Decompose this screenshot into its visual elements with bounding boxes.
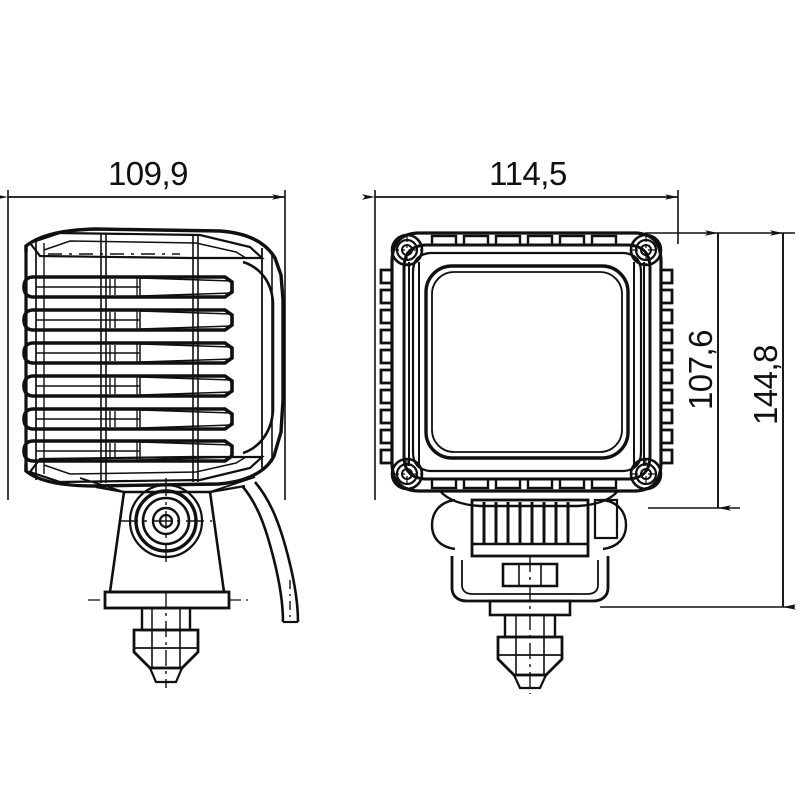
fin-tooth-right-1 [661, 268, 674, 285]
bottom-mount-assembly [430, 490, 628, 694]
fin-tooth-left-8 [379, 408, 392, 425]
fin-tooth-right-3 [661, 308, 674, 325]
fin-taper-4 [139, 376, 233, 396]
power-cable [242, 481, 300, 624]
fin-taper-6 [139, 441, 233, 461]
mount-block-fins [482, 502, 570, 544]
cooling-fin [22, 341, 234, 365]
lens-opening [424, 264, 630, 460]
fin-slot-1 [22, 275, 234, 299]
fin-tooth-right-9 [661, 428, 674, 445]
dimension-lines [0, 190, 796, 610]
fin-tooth-left-7 [379, 388, 392, 405]
dim-label-109-9: 109,9 [108, 155, 188, 192]
front-stud-tip [512, 673, 548, 690]
fin-tooth-right-5 [661, 348, 674, 365]
mount-lug-left [430, 498, 456, 551]
serrated-edge-right [661, 268, 674, 465]
mount-lug-right [602, 498, 628, 551]
fin-tooth-right-7 [661, 388, 674, 405]
serrated-edge-left [379, 268, 392, 465]
dim-label-107-6: 107,6 [682, 330, 719, 410]
fin-tooth-left-6 [379, 368, 392, 385]
inner-hex-nut [501, 562, 559, 588]
connector-block [593, 498, 619, 540]
top-rib-strip [430, 234, 618, 247]
side-view [22, 227, 300, 688]
dim-label-144-8: 144,8 [747, 345, 784, 425]
fin-slot-2 [22, 308, 234, 332]
corner-screw-top-right [629, 233, 663, 267]
fin-tooth-left-5 [379, 348, 392, 365]
fin-slot-6 [22, 439, 234, 463]
corner-screws [390, 233, 663, 491]
body-right-inner-contour [242, 260, 275, 455]
cooling-fin [22, 439, 234, 463]
cooling-fins [22, 275, 234, 463]
fin-slot-5 [22, 407, 234, 431]
corner-screw-top-left [390, 233, 424, 267]
cable-edge-outer [242, 486, 285, 623]
corner-screw-bottom-left [390, 457, 424, 491]
cooling-fin [22, 374, 234, 398]
body-outline-top [24, 227, 285, 488]
fin-tooth-right-10 [661, 448, 674, 465]
fin-tooth-left-9 [379, 428, 392, 445]
fin-taper-1 [139, 277, 233, 297]
cable-edge-inner [254, 481, 300, 623]
fin-taper-2 [139, 310, 233, 330]
fin-tooth-left-4 [379, 328, 392, 345]
fin-taper-3 [139, 343, 233, 363]
cooling-fin [22, 275, 234, 299]
lens-inner-edge [431, 271, 623, 453]
front-view [379, 231, 674, 694]
fin-slot-4 [22, 374, 234, 398]
fin-tooth-left-10 [379, 448, 392, 465]
fin-tooth-left-3 [379, 308, 392, 325]
top-bevel-plate [28, 231, 265, 260]
fin-tooth-left-2 [379, 288, 392, 305]
stud-tip [148, 666, 184, 684]
fin-tooth-left-1 [379, 268, 392, 285]
fin-tooth-right-8 [661, 408, 674, 425]
corner-screw-bottom-right [629, 457, 663, 491]
bracket-wing-lines [79, 476, 256, 493]
top-bevel-inner [43, 240, 247, 259]
bottom-bevel-plate [28, 455, 265, 484]
dim-label-114-5: 114,5 [489, 155, 567, 192]
fin-taper-5 [139, 409, 233, 429]
mount-shoulder [439, 490, 619, 508]
cooling-fin [22, 308, 234, 332]
fin-tooth-right-6 [661, 368, 674, 385]
cooling-fin [22, 407, 234, 431]
bottom-bevel-inner [43, 456, 247, 475]
fin-slot-3 [22, 341, 234, 365]
fin-tooth-right-2 [661, 288, 674, 305]
fin-tooth-right-4 [661, 328, 674, 345]
